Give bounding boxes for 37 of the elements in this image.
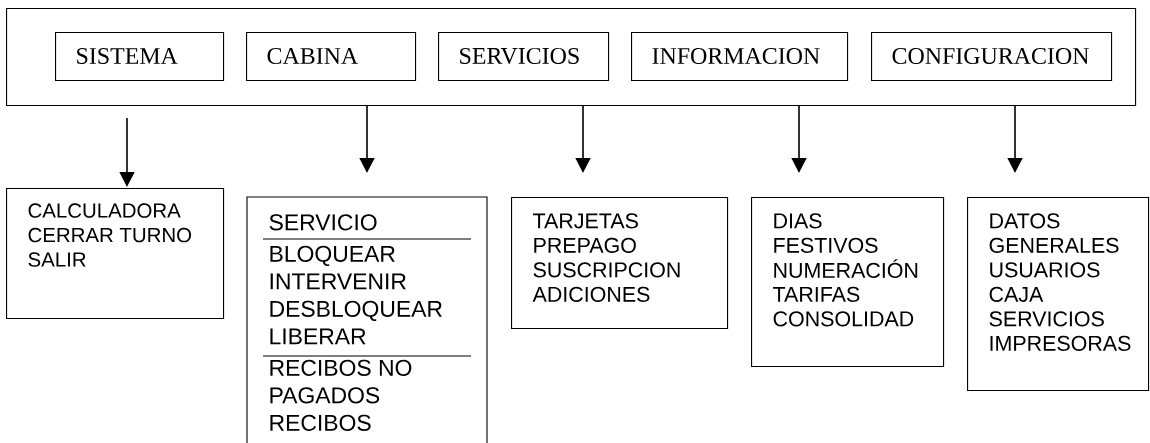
menu-item: IMPRESORAS	[990, 335, 1131, 351]
menu-item: TARJETAS	[533, 213, 638, 229]
menu-item: SUSCRIPCION	[533, 262, 680, 278]
menu-item: INTERVENIR	[270, 273, 406, 290]
menu-item: DIAS	[774, 213, 822, 229]
menu-item: ADICIONES	[532, 286, 650, 302]
menu-item: FESTIVOS	[774, 237, 878, 253]
menu-item: SERVICIOS	[989, 311, 1104, 327]
menu-box	[6, 188, 225, 320]
menu-tab: SERVICIOS	[438, 32, 610, 82]
menu-item: GENERALES	[989, 237, 1119, 253]
menu-item: NUMERACIÓN	[774, 259, 918, 279]
menu-tab: SISTEMA	[55, 32, 225, 82]
menu-item: SALIR	[28, 252, 86, 267]
menu-item: BLOQUEAR	[270, 245, 395, 267]
menu-item: USUARIOS	[990, 262, 1100, 278]
menu-box	[511, 197, 729, 330]
menu-item: TARIFAS	[773, 286, 860, 302]
menu-bar	[6, 8, 1137, 107]
menu-tab: CABINA	[246, 32, 417, 82]
menu-item: CAJA	[989, 286, 1044, 302]
menu-item: CALCULADORA	[28, 203, 181, 218]
menu-tab: CONFIGURACION	[871, 32, 1113, 82]
menu-item: SERVICIO	[269, 214, 377, 231]
menu-item: PAGADOS	[270, 387, 380, 404]
menu-item: CONSOLIDAD	[773, 311, 914, 327]
menu-item: RECIBOS	[270, 414, 371, 431]
menu-box	[751, 197, 945, 368]
menu-item: LIBERAR	[270, 328, 366, 345]
menu-box	[967, 197, 1150, 392]
menu-item: PREPAGO	[534, 237, 636, 253]
menu-item: DESBLOQUEAR	[270, 300, 442, 322]
menu-item: RECIBOS NO	[270, 359, 412, 376]
menu-item: CERRAR TURNO	[28, 227, 192, 243]
menu-box	[246, 196, 488, 443]
menu-tab: INFORMACION	[631, 32, 849, 82]
menu-item: DATOS	[990, 213, 1060, 229]
